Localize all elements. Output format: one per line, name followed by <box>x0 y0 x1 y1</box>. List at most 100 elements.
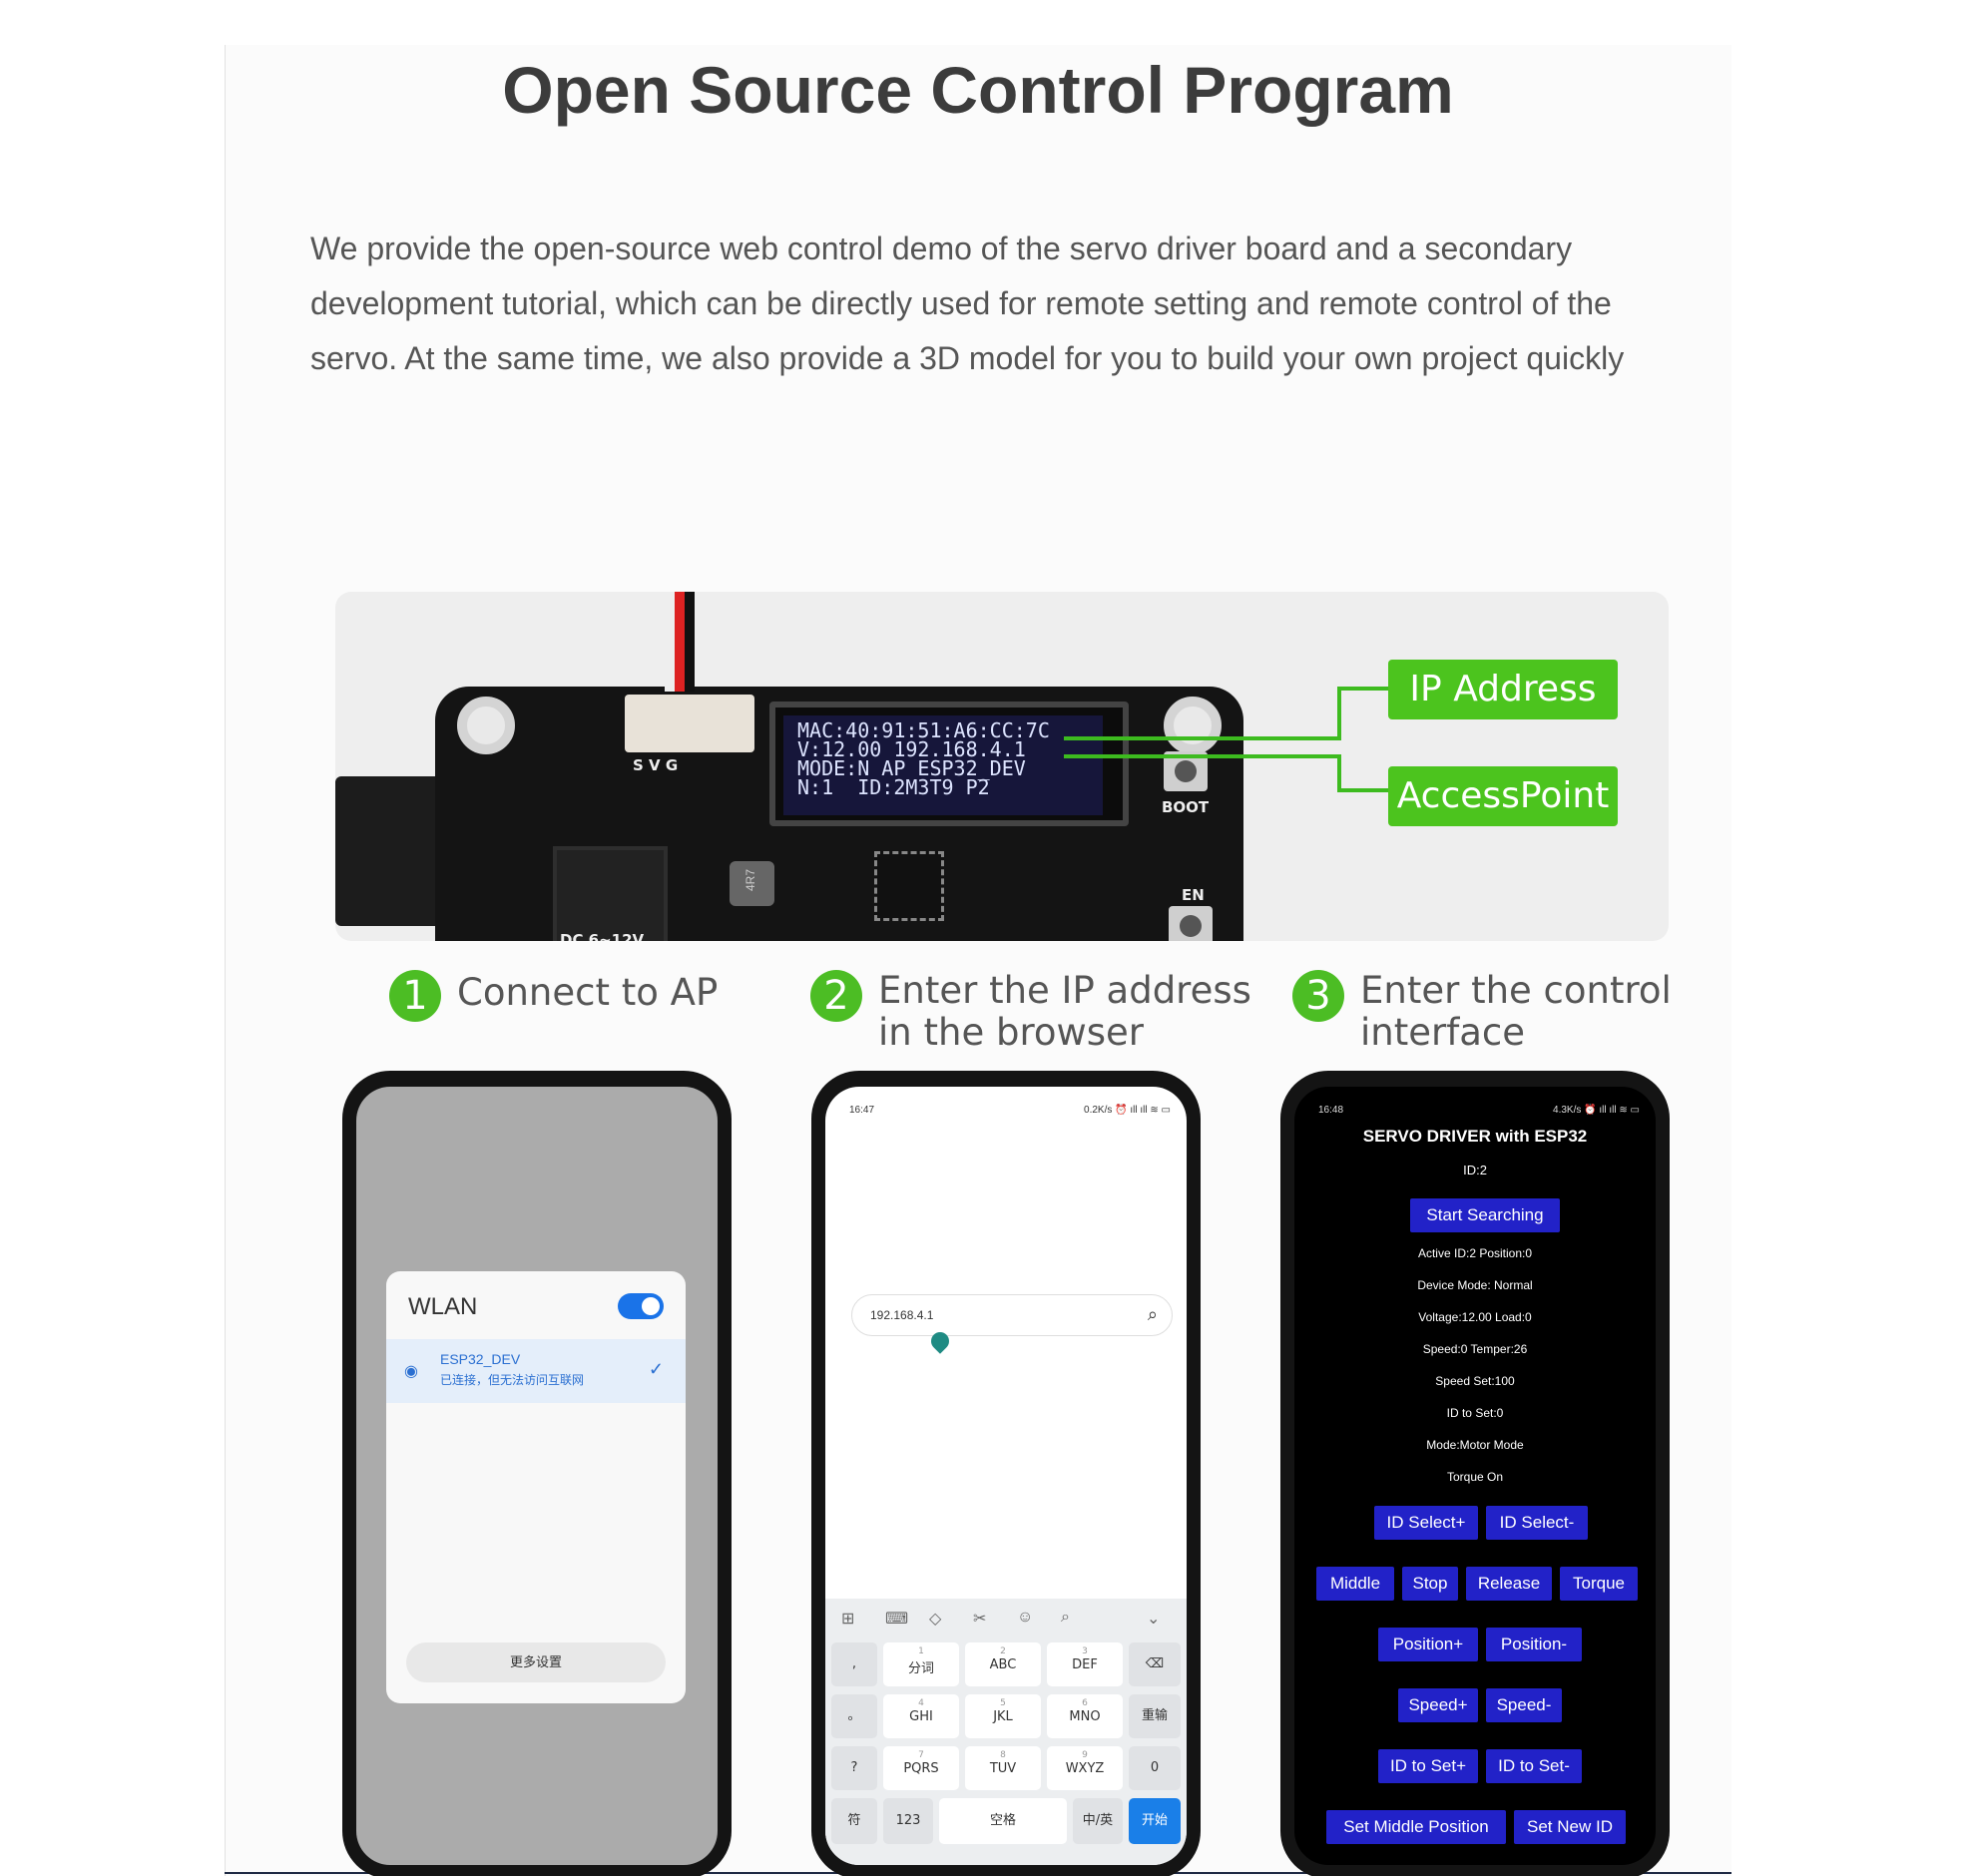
key-digit: 9 <box>1082 1750 1088 1760</box>
mcu-chip <box>874 851 944 921</box>
en-label: EN <box>1182 886 1205 904</box>
info-line: Active ID:2 Position:0 <box>1417 1246 1533 1260</box>
release-button[interactable]: Release <box>1466 1567 1552 1601</box>
check-icon: ✓ <box>648 1359 664 1379</box>
wlan-toggle[interactable] <box>618 1293 664 1319</box>
backspace-key[interactable]: ⌫ <box>1129 1642 1181 1686</box>
step-label: Enter the IP address in the browser <box>878 969 1251 1054</box>
start-searching-button[interactable]: Start Searching <box>1410 1198 1560 1232</box>
ap-callout-line <box>1337 788 1397 792</box>
speed-plus-button[interactable]: Speed+ <box>1398 1688 1478 1722</box>
id-to-set-minus-button[interactable]: ID to Set- <box>1486 1749 1582 1783</box>
symbol-key[interactable]: 符 <box>831 1798 877 1844</box>
oled-line: MODE:N AP ESP32_DEV <box>797 756 1026 780</box>
chevron-down-icon[interactable]: ⌄ <box>1147 1611 1161 1628</box>
phone-screen: WLAN ◉ ESP32_DEV 已连接，但无法访问互联网 ✓ 更多设置 <box>356 1087 718 1865</box>
key-digit: 1 <box>918 1646 924 1656</box>
cursor-move-icon[interactable]: ◇ <box>929 1611 942 1628</box>
mount-hole-right <box>1164 697 1222 754</box>
go-key[interactable]: 开始 <box>1129 1798 1181 1844</box>
keyboard-icon[interactable]: ⌨ <box>885 1611 909 1628</box>
id-select-minus-button[interactable]: ID Select- <box>1486 1506 1588 1540</box>
phone-browser: 16:47 0.2K/s ⏰ ıll ıll ≋ ▭ 192.168.4.1 ⌕… <box>811 1071 1201 1876</box>
id-to-set-plus-button[interactable]: ID to Set+ <box>1378 1749 1478 1783</box>
torque-button[interactable]: Torque <box>1560 1567 1638 1601</box>
info-line: Mode:Motor Mode <box>1426 1438 1524 1452</box>
key-punct[interactable]: 。 <box>831 1694 877 1738</box>
phone-wlan: WLAN ◉ ESP32_DEV 已连接，但无法访问互联网 ✓ 更多设置 <box>342 1071 732 1876</box>
ap-callout-line <box>1064 754 1341 758</box>
language-key[interactable]: 中/英 <box>1073 1798 1123 1844</box>
search-icon[interactable]: ⌕ <box>1061 1609 1070 1626</box>
position-minus-button[interactable]: Position- <box>1486 1628 1582 1661</box>
inductor: 4R7 <box>730 861 774 906</box>
stop-button[interactable]: Stop <box>1402 1567 1458 1601</box>
key-letters: MNO <box>1069 1709 1101 1724</box>
key-digit: 8 <box>1000 1750 1006 1760</box>
id-select-plus-button[interactable]: ID Select+ <box>1374 1506 1478 1540</box>
key-letters: PQRS <box>903 1761 939 1776</box>
step-number: 1 <box>389 970 441 1022</box>
wlan-dialog: WLAN ◉ ESP32_DEV 已连接，但无法访问互联网 ✓ 更多设置 <box>386 1271 686 1703</box>
status-bar: 16:47 0.2K/s ⏰ ıll ıll ≋ ▭ <box>825 1087 1187 1127</box>
ip-callout-line <box>1337 687 1397 691</box>
key-punct[interactable]: ? <box>831 1746 877 1790</box>
info-line: Speed Set:100 <box>1435 1374 1515 1388</box>
url-text: 192.168.4.1 <box>870 1308 934 1322</box>
dc-jack <box>553 846 668 941</box>
position-plus-button[interactable]: Position+ <box>1378 1628 1478 1661</box>
ap-callout-line <box>1337 754 1341 792</box>
set-middle-position-button[interactable]: Set Middle Position <box>1326 1810 1506 1844</box>
key-digit: 3 <box>1082 1646 1088 1656</box>
key-letters: TUV <box>989 1761 1017 1776</box>
key-digit: 2 <box>1000 1646 1006 1656</box>
intro-paragraph: We provide the open-source web control d… <box>310 231 1625 376</box>
app-title: SERVO DRIVER with ESP32 <box>1362 1127 1588 1146</box>
wlan-title: WLAN <box>408 1293 478 1320</box>
info-line: Device Mode: Normal <box>1417 1278 1533 1292</box>
scissors-icon[interactable]: ✂ <box>973 1611 987 1628</box>
reset-key[interactable]: 重输 <box>1129 1694 1181 1738</box>
dc-label: DC 6~12V <box>560 931 645 941</box>
key-punct[interactable]: , <box>831 1642 877 1686</box>
en-button <box>1169 906 1213 941</box>
space-key[interactable]: 空格 <box>939 1798 1067 1844</box>
grid-icon[interactable]: ⊞ <box>841 1611 855 1628</box>
accesspoint-callout: AccessPoint <box>1388 766 1618 826</box>
speed-minus-button[interactable]: Speed- <box>1486 1688 1562 1722</box>
network-name: ESP32_DEV <box>440 1351 521 1367</box>
set-new-id-button[interactable]: Set New ID <box>1514 1810 1626 1844</box>
middle-button[interactable]: Middle <box>1316 1567 1394 1601</box>
active-id: ID:2 <box>1463 1163 1487 1177</box>
ip-address-callout: IP Address <box>1388 660 1618 719</box>
number-key[interactable]: 123 <box>883 1798 933 1844</box>
servo-connector <box>625 695 754 752</box>
key-digit: 7 <box>918 1750 924 1760</box>
phone-screen: 16:48 4.3K/s ⏰ ıll ıll ≋ ▭ SERVO DRIVER … <box>1294 1087 1656 1865</box>
phone-screen: 16:47 0.2K/s ⏰ ıll ıll ≋ ▭ 192.168.4.1 ⌕… <box>825 1087 1187 1865</box>
emoji-icon[interactable]: ☺ <box>1017 1609 1034 1626</box>
zero-key[interactable]: 0 <box>1129 1746 1181 1790</box>
network-item[interactable]: ◉ ESP32_DEV 已连接，但无法访问互联网 ✓ <box>386 1339 686 1403</box>
more-settings-button[interactable]: 更多设置 <box>406 1642 666 1682</box>
wire-white <box>665 592 675 692</box>
status-time: 16:48 <box>1318 1105 1344 1116</box>
wire-red <box>675 592 685 692</box>
step-number: 2 <box>810 970 862 1022</box>
url-input[interactable]: 192.168.4.1 ⌕ <box>851 1294 1173 1336</box>
search-icon[interactable]: ⌕ <box>1147 1304 1158 1324</box>
ip-callout-line <box>1064 736 1341 740</box>
